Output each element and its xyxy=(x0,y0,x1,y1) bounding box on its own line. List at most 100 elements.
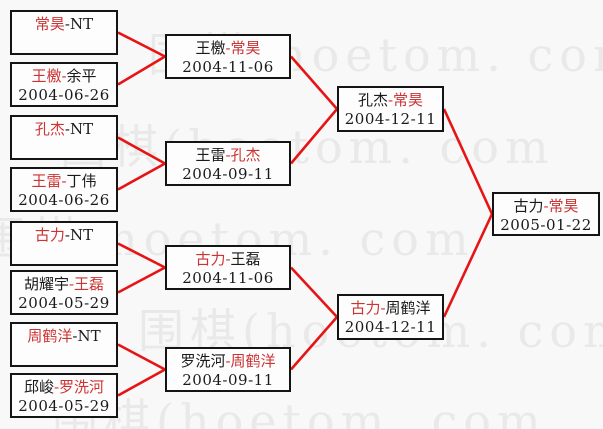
player1-name: 古力 xyxy=(195,250,226,268)
match-separator: - xyxy=(64,226,70,244)
match-box-round-1-1: 常昊-NT xyxy=(10,10,118,55)
player2-name: 周鹤洋 xyxy=(385,299,431,317)
player1-name: 王雷 xyxy=(31,172,62,190)
connector-line xyxy=(290,316,338,371)
connector-line xyxy=(290,266,338,318)
match-players: 古力-王磊 xyxy=(167,249,289,269)
match-separator: - xyxy=(380,299,386,317)
connector-line xyxy=(290,108,338,165)
player2-name: 余平 xyxy=(66,67,97,85)
player2-name: 王磊 xyxy=(230,250,261,268)
match-players: 常昊-NT xyxy=(12,14,116,34)
match-date: 2004-11-06 xyxy=(182,58,274,76)
match-separator: - xyxy=(68,275,75,293)
match-separator: - xyxy=(61,172,67,190)
player2-name: 丁伟 xyxy=(66,172,97,190)
match-players: 古力-周鹤洋 xyxy=(339,298,442,318)
player1-name: 王雷 xyxy=(195,146,226,164)
player2-name: 王磊 xyxy=(74,275,105,293)
match-separator: - xyxy=(387,91,394,109)
match-date: 2004-05-29 xyxy=(18,397,110,415)
match-players: 王檄-常昊 xyxy=(167,38,289,58)
match-separator: - xyxy=(225,352,231,370)
match-box-round-1-3: 孔杰-NT xyxy=(10,115,118,160)
connector-line xyxy=(117,266,166,294)
match-date: 2004-12-11 xyxy=(344,110,437,128)
player2-name: NT xyxy=(69,226,94,244)
player2-name: 孔杰 xyxy=(230,146,261,164)
connector-line xyxy=(117,31,166,58)
match-separator: - xyxy=(64,15,70,33)
match-players: 罗洗河-周鹤洋 xyxy=(167,351,289,371)
connector-line xyxy=(117,242,166,269)
match-date: 2004-09-11 xyxy=(182,165,274,183)
match-separator: - xyxy=(53,378,60,396)
match-players: 王雷-孔杰 xyxy=(167,145,289,165)
match-players: 胡耀宇-王磊 xyxy=(12,274,116,294)
player2-name: NT xyxy=(69,15,94,33)
player2-name: 罗洗河 xyxy=(59,378,105,396)
match-separator: - xyxy=(225,39,231,57)
player1-name: 常昊 xyxy=(34,15,65,33)
match-separator: - xyxy=(225,146,231,164)
connector-line xyxy=(442,213,494,318)
connector-line xyxy=(290,55,338,110)
match-date: 2005-01-22 xyxy=(500,216,592,234)
player1-name: 孔杰 xyxy=(357,91,388,109)
player1-name: 王檄 xyxy=(195,39,226,57)
match-players: 邱峻-罗洗河 xyxy=(12,377,116,397)
match-players: 古力-常昊 xyxy=(494,196,598,216)
connector-line xyxy=(117,136,166,165)
match-players: 周鹤洋-NT xyxy=(12,326,116,346)
match-date: 2004-06-26 xyxy=(18,191,110,209)
connector-line xyxy=(117,343,166,371)
match-date: 2004-09-11 xyxy=(182,371,274,389)
match-separator: - xyxy=(64,120,70,138)
connector-line xyxy=(117,55,166,86)
match-date: 2004-12-11 xyxy=(344,318,437,336)
match-separator: - xyxy=(225,250,231,268)
watermark-text: 围棋(hoetom. com xyxy=(52,394,547,429)
match-separator: - xyxy=(61,67,67,85)
connector-line xyxy=(442,108,494,215)
match-date: 2004-05-29 xyxy=(18,294,110,312)
match-players: 孔杰-常昊 xyxy=(339,90,442,110)
connector-line xyxy=(117,162,166,191)
player1-name: 古力 xyxy=(513,197,544,215)
player1-name: 罗洗河 xyxy=(180,352,226,370)
player1-name: 古力 xyxy=(34,226,65,244)
match-box-round-1-5: 古力-NT xyxy=(10,221,118,266)
match-players: 王雷-丁伟 xyxy=(12,171,116,191)
player1-name: 邱峻 xyxy=(23,378,54,396)
match-separator: - xyxy=(543,197,549,215)
player2-name: 周鹤洋 xyxy=(230,352,276,370)
player1-name: 孔杰 xyxy=(34,120,65,138)
player2-name: NT xyxy=(77,327,101,345)
match-players: 孔杰-NT xyxy=(12,119,116,139)
player1-name: 胡耀宇 xyxy=(23,275,69,293)
player1-name: 古力 xyxy=(350,299,381,317)
player2-name: NT xyxy=(69,120,94,138)
player2-name: 常昊 xyxy=(393,91,424,109)
match-players: 王檄-余平 xyxy=(12,66,116,86)
connector-line xyxy=(117,368,166,397)
player2-name: 常昊 xyxy=(230,39,261,57)
match-date: 2004-06-26 xyxy=(18,86,110,104)
player2-name: 常昊 xyxy=(548,197,579,215)
match-separator: - xyxy=(72,327,78,345)
match-box-round-1-7: 周鹤洋-NT xyxy=(10,322,118,367)
match-players: 古力-NT xyxy=(12,225,116,245)
match-date: 2004-11-06 xyxy=(182,269,274,287)
